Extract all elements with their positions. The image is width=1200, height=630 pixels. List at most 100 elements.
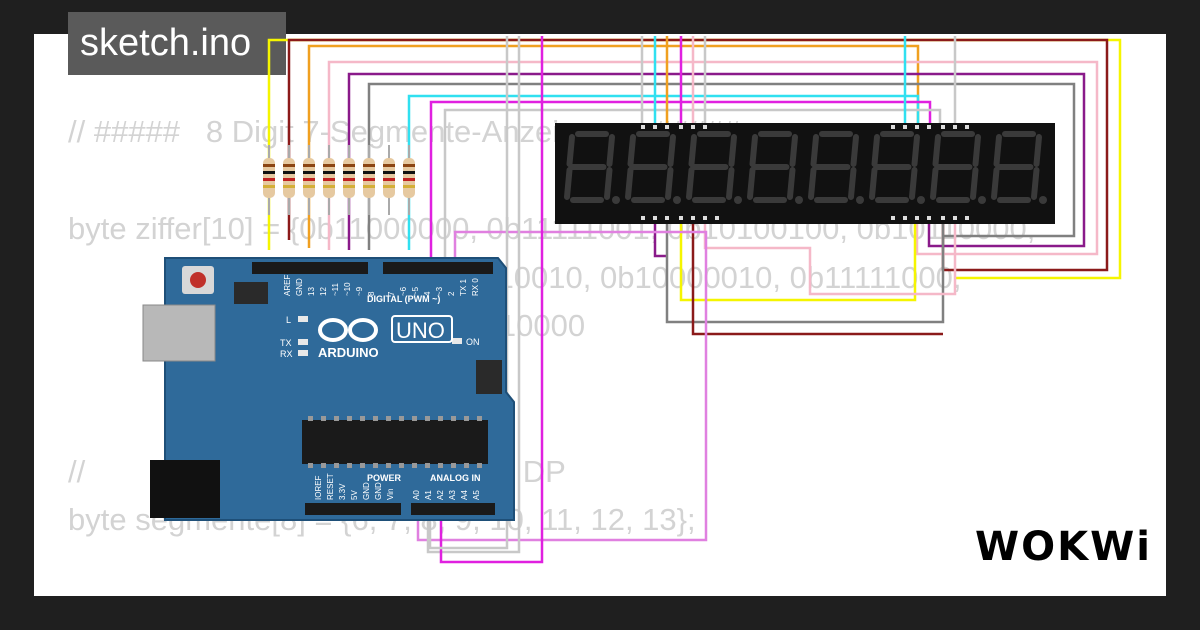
top-pin-label: 12 (319, 287, 328, 296)
decimal-point (917, 196, 925, 204)
segment (604, 167, 613, 200)
led-on (452, 338, 462, 344)
decimal-point (1039, 196, 1047, 204)
resistor-band (343, 178, 355, 181)
resistor-band (403, 171, 415, 174)
segment (991, 167, 1000, 200)
chip-pin (438, 416, 443, 421)
segment (993, 134, 1002, 167)
resistor[interactable] (383, 145, 395, 215)
wokwi-logo: WOKWi (975, 524, 1152, 570)
top-pin-label: 8 (367, 291, 376, 296)
reset-button-cap[interactable] (190, 272, 206, 288)
resistor-band (323, 164, 335, 167)
top-pin-label: TX 1 (459, 279, 468, 296)
display-body (555, 123, 1055, 224)
decimal-point (673, 196, 681, 204)
chip-pin (360, 416, 365, 421)
resistor-band (263, 185, 275, 188)
bottom-pin-label: A4 (460, 490, 469, 500)
header-bottom-analog (411, 503, 495, 515)
wire (439, 36, 544, 564)
segment (869, 167, 878, 200)
resistor-band (343, 185, 355, 188)
resistor-band (343, 171, 355, 174)
analog-label: ANALOG IN (430, 473, 481, 483)
icsp-right (476, 360, 502, 394)
segment (665, 167, 674, 200)
chip-pin (347, 463, 352, 468)
segment (667, 134, 676, 167)
seven-segment-display[interactable] (555, 123, 1055, 224)
resistor-band (263, 171, 275, 174)
segment (909, 167, 918, 200)
wire (426, 36, 521, 554)
display-pin (927, 125, 931, 129)
resistor-band (303, 185, 315, 188)
top-pin-label: ~11 (331, 282, 340, 296)
chip-pin (347, 416, 352, 421)
wire (347, 72, 1086, 250)
chip-pin (399, 463, 404, 468)
resistor[interactable] (403, 145, 415, 215)
bottom-pin-label: IOREF (314, 475, 323, 500)
arduino-brand: ARDUINO (318, 345, 379, 360)
led-l (298, 316, 308, 322)
chip-pin (308, 463, 313, 468)
resistor[interactable] (323, 145, 335, 215)
resistor[interactable] (343, 145, 355, 215)
display-pin (941, 216, 945, 220)
segment (688, 134, 697, 167)
segment (686, 167, 695, 200)
segment (564, 167, 573, 200)
resistor[interactable] (363, 145, 375, 215)
top-pin-label: 7 (387, 291, 396, 296)
chip-pin (412, 416, 417, 421)
file-tab-label: sketch.ino (80, 22, 252, 64)
chip-pin (308, 416, 313, 421)
resistor-band (303, 178, 315, 181)
chip-pin (373, 416, 378, 421)
segment (749, 134, 758, 167)
segment (871, 134, 880, 167)
resistor-band (363, 171, 375, 174)
resistor[interactable] (263, 145, 275, 215)
segment (970, 167, 979, 200)
chip-pin (399, 416, 404, 421)
wire (653, 220, 667, 258)
display-pin (927, 216, 931, 220)
led-rx-label: RX (280, 349, 293, 359)
resistor-band (263, 164, 275, 167)
bottom-pin-label: A2 (436, 490, 445, 500)
segment (930, 167, 939, 200)
wires (267, 36, 1122, 564)
chip-pin (373, 463, 378, 468)
display-pin (653, 125, 657, 129)
digit (930, 131, 986, 204)
wire (367, 82, 1076, 250)
resistor[interactable] (283, 145, 295, 215)
display-pin (641, 216, 645, 220)
resistor-band (403, 164, 415, 167)
resistor-band (323, 171, 335, 174)
digit (991, 131, 1047, 204)
top-pin-label: ~10 (343, 282, 352, 296)
resistor-array[interactable] (263, 145, 415, 215)
led-tx (298, 339, 308, 345)
resistor-band (283, 164, 295, 167)
display-pin (891, 125, 895, 129)
display-pin (965, 216, 969, 220)
top-pin-label: ~9 (355, 286, 364, 296)
display-pin (703, 216, 707, 220)
top-pin-label: RX 0 (471, 278, 480, 296)
segment (810, 134, 819, 167)
top-pin-label: AREF (283, 275, 292, 296)
file-tab[interactable]: sketch.ino (68, 12, 286, 75)
segment (789, 134, 798, 167)
resistor[interactable] (303, 145, 315, 215)
display-pin (665, 125, 669, 129)
code-line: // ##### 8 Digit 7-Segmente-Anzeige ... … (68, 114, 741, 149)
wire (267, 38, 1122, 280)
segment (627, 134, 636, 167)
arduino-uno-board[interactable]: L TX RX ON ARDUINO UNO DIGITAL (PWM ~) P… (142, 257, 515, 521)
